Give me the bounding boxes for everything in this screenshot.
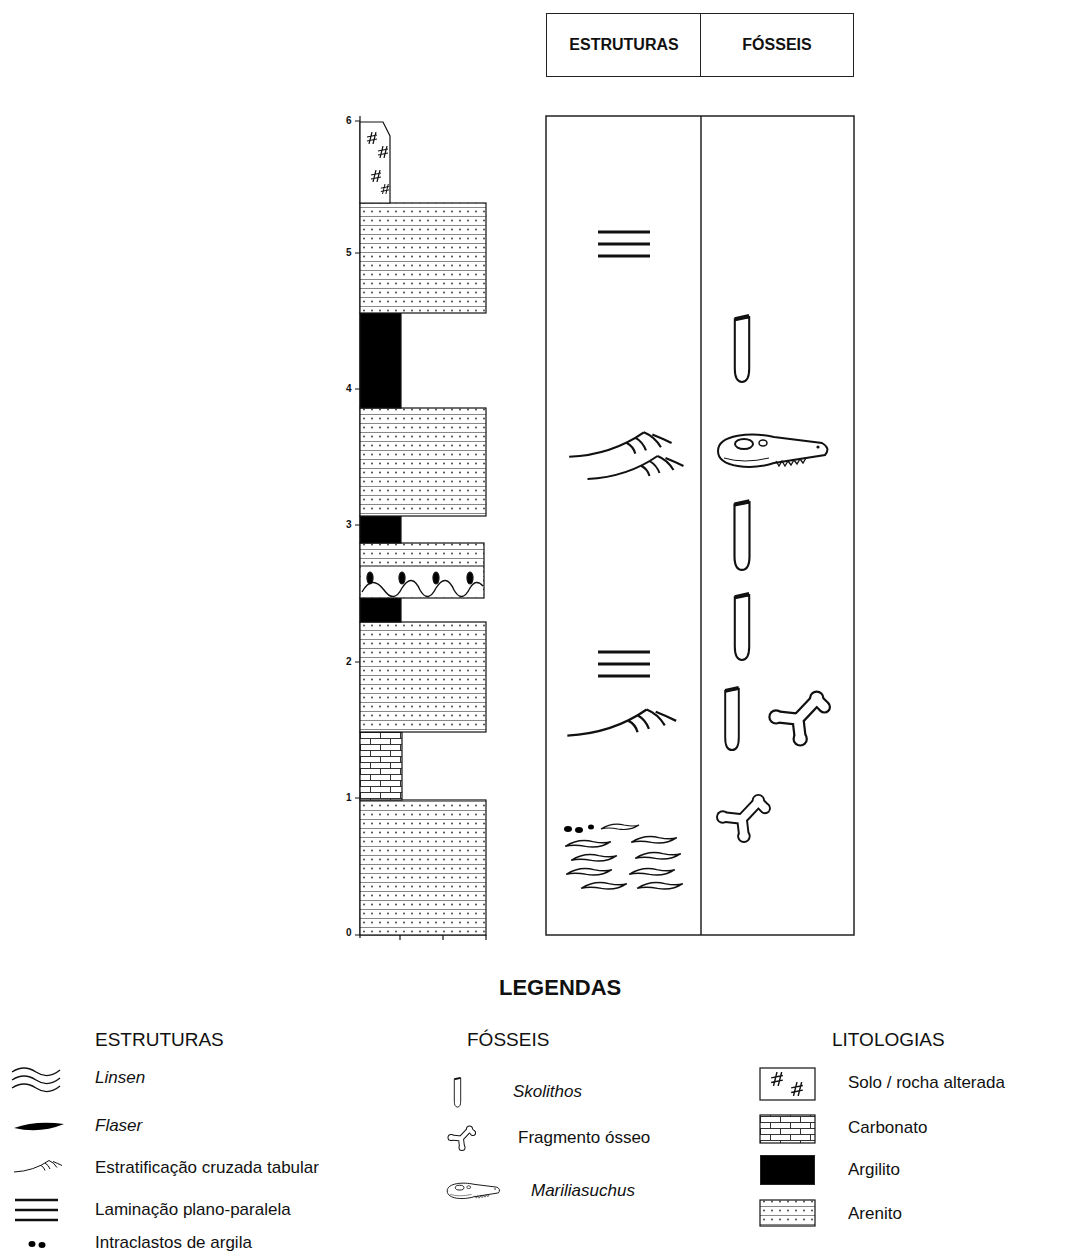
legend-text: Flaser bbox=[95, 1116, 142, 1136]
skolithos-symbol bbox=[725, 316, 749, 750]
legend-text: Linsen bbox=[95, 1068, 145, 1088]
header-cell: ESTRUTURAS bbox=[546, 13, 702, 77]
legend-text: Skolithos bbox=[513, 1082, 582, 1102]
legend-samples bbox=[12, 1068, 815, 1248]
legend-text: Solo / rocha alterada bbox=[848, 1073, 1005, 1093]
data-panel bbox=[546, 116, 854, 935]
axis-number: 2 bbox=[346, 656, 352, 668]
legend-title: LEGENDAS bbox=[499, 975, 621, 1000]
intraclast-symbol bbox=[564, 825, 594, 834]
legend-heading: ESTRUTURAS bbox=[95, 1029, 224, 1051]
legend-text: Estratificação cruzada tabular bbox=[95, 1158, 319, 1178]
axis-number: 4 bbox=[346, 383, 352, 395]
legend-text: Argilito bbox=[848, 1160, 900, 1180]
lamination-symbol bbox=[598, 232, 650, 676]
legend-text: Laminação plano-paralela bbox=[95, 1200, 291, 1220]
mariliasuchus-symbol bbox=[718, 435, 827, 467]
depth-axis bbox=[355, 116, 486, 940]
cross-stratification-symbol bbox=[567, 432, 683, 735]
axis-number: 6 bbox=[346, 115, 352, 127]
legend-heading: LITOLOGIAS bbox=[832, 1029, 945, 1051]
axis-number: 5 bbox=[346, 247, 352, 259]
axis-number: 1 bbox=[346, 792, 352, 804]
legend-text: Intraclastos de argila bbox=[95, 1233, 252, 1253]
linsen-symbol bbox=[565, 824, 683, 889]
header-text: FÓSSEIS bbox=[742, 36, 811, 54]
soil-hatch bbox=[367, 132, 389, 194]
bone-fragment-symbol bbox=[716, 691, 831, 844]
legend-text: Arenito bbox=[848, 1204, 902, 1224]
legend-heading: FÓSSEIS bbox=[467, 1029, 549, 1051]
axis-number: 0 bbox=[346, 927, 352, 939]
legend-text: Carbonato bbox=[848, 1118, 927, 1138]
legend-swatch bbox=[760, 1155, 815, 1185]
axis-number: 3 bbox=[346, 519, 352, 531]
legend-text: Mariliasuchus bbox=[531, 1181, 635, 1201]
legend-text: Fragmento ósseo bbox=[518, 1128, 650, 1148]
header-text: ESTRUTURAS bbox=[569, 36, 678, 54]
lithologic-column bbox=[360, 122, 486, 935]
header-cell: FÓSSEIS bbox=[700, 13, 854, 77]
